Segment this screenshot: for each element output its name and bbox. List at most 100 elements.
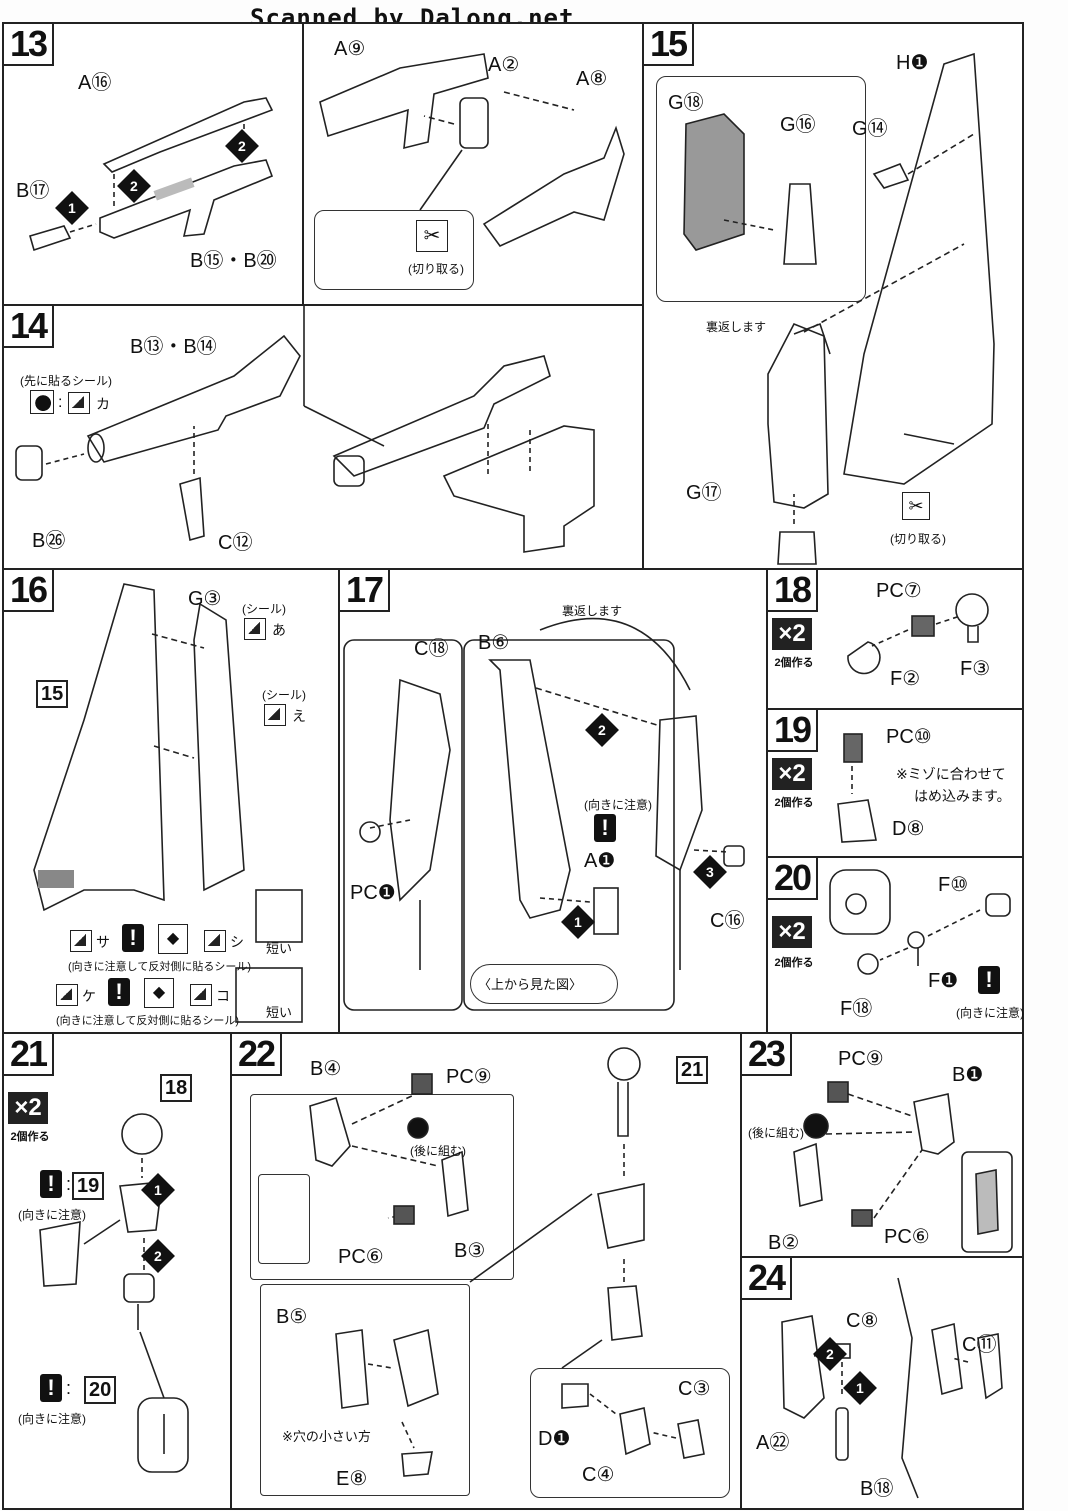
sticker-a-icon [244, 618, 266, 640]
part-label-f10: F⑩ [938, 874, 969, 896]
ref-step-18: 18 [160, 1074, 193, 1102]
part-label-c12: C⑫ [218, 532, 253, 554]
sticker-row2-icon [56, 984, 78, 1006]
hole-note: ※穴の小さい方 [282, 1429, 371, 1444]
multiplier-badge: ×2 [772, 758, 812, 790]
step-13-panel: 13 A⑯ 2 2 1 B⑰ B⑮・B⑳ [2, 22, 304, 306]
multiplier-badge: ×2 [772, 916, 812, 948]
top-view-label: 〈上から見た図〉 [478, 977, 583, 992]
thruster-detail-box [656, 76, 866, 302]
sticker-code-ko: コ [216, 988, 230, 1004]
caution-icon: ! [40, 1170, 62, 1198]
part-label-b13-b14: B⑬・B⑭ [130, 336, 217, 358]
part-label-f3: F③ [960, 658, 991, 680]
part-label-a9: A⑨ [334, 38, 366, 60]
foot-detail-box [530, 1368, 730, 1498]
part-label-b2: B② [768, 1232, 800, 1254]
poly-cap-illustration [837, 733, 877, 843]
flip-side-icon: ◆ [158, 924, 188, 954]
later-note: (後に組む) [410, 1144, 466, 1158]
hip-joint-other-side-illustration [793, 1081, 1013, 1253]
step-19-panel: 19 ×2 2個作る PC⑩ ※ミゾに合わせて はめ込みます。 D⑧ [766, 708, 1024, 858]
step-22-panel: 22 [230, 1032, 742, 1510]
part-label-b3: B③ [454, 1240, 486, 1262]
step-21-panel: 21 ×2 2個作る 18 ! : 19 (向きに注意) 1 2 ! [2, 1032, 232, 1510]
colon: : [58, 394, 63, 411]
step-17-panel: 17 C⑱ B⑥ 裏返します 2 PC❶ [338, 568, 768, 1034]
colon: : [66, 1174, 72, 1194]
part-label-b15-b20: B⑮・B⑳ [190, 250, 277, 272]
nipper-icon: ✂ [416, 220, 448, 252]
part-label-pc1: PC❶ [350, 882, 396, 904]
caution-note: (向きに注意) [18, 1208, 86, 1222]
part-label-pc9: PC⑨ [838, 1048, 884, 1070]
hip-detail-box [250, 1094, 514, 1280]
caution-icon: ! [122, 924, 144, 952]
sticker-icon [68, 392, 90, 414]
backpack-thruster-illustration [683, 52, 995, 565]
step-number: 19 [768, 710, 819, 752]
make-two-label: 2個作る [774, 657, 814, 669]
step-16-panel: 16 15 G③ (シール) あ (シール) え サ ! ◆ シ (向きに注意し… [2, 568, 340, 1034]
ref-step-19: 19 [72, 1172, 105, 1200]
part-label-pc9: PC⑨ [446, 1066, 492, 1088]
sticker-b-icon [264, 704, 286, 726]
colon-2: : [66, 1378, 72, 1398]
part-label-b17: B⑰ [16, 180, 50, 202]
part-label-c8: C⑧ [846, 1310, 879, 1332]
cut-label: (切り取る) [890, 532, 946, 546]
groove-note-1: ※ミゾに合わせて [896, 766, 1006, 782]
part-label-f18: F⑱ [840, 998, 873, 1020]
caution-icon-2: ! [108, 978, 130, 1006]
part-label-g3: G③ [188, 588, 222, 610]
step-13-right-panel: A⑨ A② A⑧ ✂ (切り取る) [302, 22, 644, 306]
stock-parts-illustration [319, 53, 625, 248]
part-label-c4: C④ [582, 1464, 615, 1486]
shoulder-joint-illustration [847, 593, 989, 675]
part-label-pc6: PC⑥ [884, 1226, 930, 1248]
part-label-b1: B❶ [952, 1064, 984, 1086]
bazooka-assembly-illustration [15, 306, 595, 553]
part-label-a22: A㉒ [756, 1432, 790, 1454]
part-label-b26: B㉖ [32, 530, 66, 552]
binder-assembly-illustration [33, 583, 303, 1023]
sticker-first-note: (先に貼るシール) [20, 374, 112, 388]
part-label-f2: F② [890, 668, 921, 690]
step-20-panel: 20 ×2 2個作る F⑩ F❶ ! F⑱ (向きに注意) [766, 856, 1024, 1034]
part-label-g17: G⑰ [686, 482, 722, 504]
step-number: 17 [340, 570, 391, 612]
step-number: 18 [768, 570, 819, 612]
make-two-label: 2個作る [10, 1131, 50, 1143]
knee-armor-illustration [781, 1277, 1003, 1499]
short-label-1: 短い [266, 941, 293, 956]
step-number: 15 [644, 24, 695, 66]
sticker-code-shi: シ [230, 934, 244, 950]
multiplier-badge: ×2 [772, 618, 812, 650]
shield-arm-illustration [343, 617, 745, 1011]
part-label-d8: D⑧ [892, 818, 925, 840]
sticker-b-label: (シール) [262, 688, 306, 702]
part-label-a8: A⑧ [576, 68, 608, 90]
sticker-b-code: え [292, 708, 306, 724]
part-label-g18: G⑱ [668, 92, 704, 114]
step-number: 13 [4, 24, 55, 66]
caution-icon: ! [978, 966, 1000, 994]
make-two-label: 2個作る [774, 957, 814, 969]
sticker-row2-icon-b [190, 984, 212, 1006]
part-label-a1: A❶ [584, 850, 616, 872]
part-label-e8: E⑧ [336, 1468, 368, 1490]
hip-joint-illustration [309, 1047, 705, 1477]
flip-note: 裏返します [706, 320, 767, 334]
groove-note-2: はめ込みます。 [914, 788, 1011, 804]
flip-note: 裏返します [562, 604, 623, 618]
top-view-box [470, 964, 618, 1004]
step-number: 20 [768, 858, 819, 900]
flip-side-icon-2: ◆ [144, 978, 174, 1008]
part-label-c3: C③ [678, 1378, 711, 1400]
part-label-c16: C⑯ [710, 910, 745, 932]
step-number: 22 [232, 1034, 283, 1076]
sticker-code-ka: カ [96, 396, 110, 412]
part-label-b5: B⑤ [276, 1306, 308, 1328]
step-14-panel: 14 B⑬・B⑭ (先に貼るシール) : カ B㉖ [2, 304, 644, 570]
